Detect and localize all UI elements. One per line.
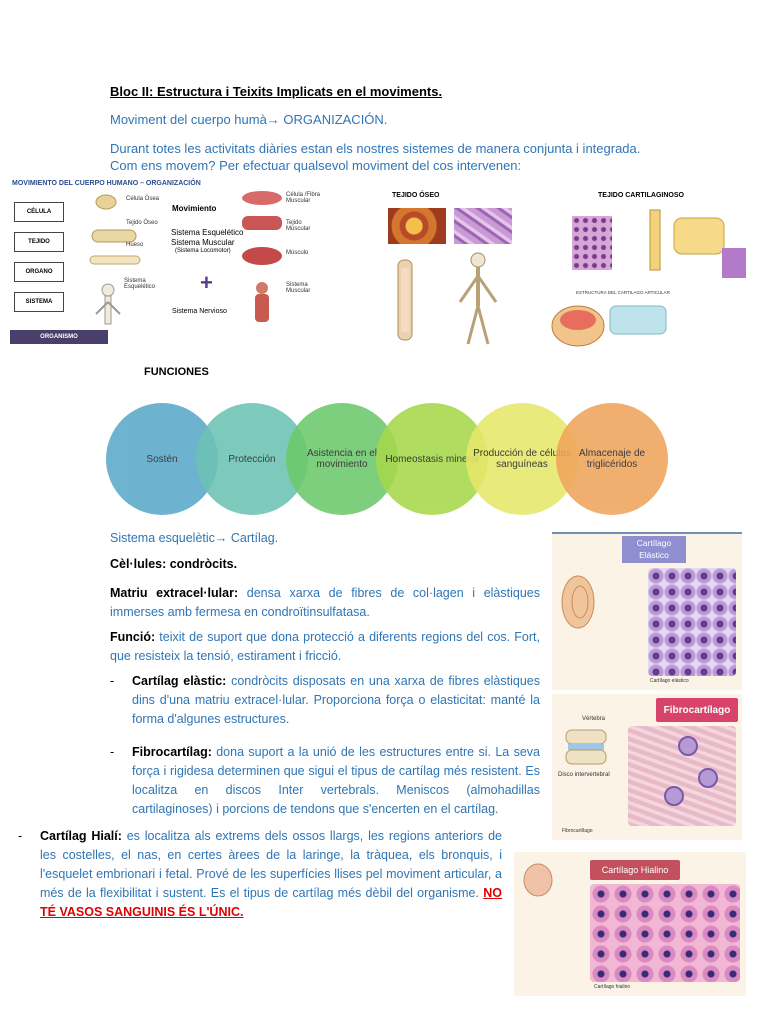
center-line-1: Sistema Esquelético	[171, 228, 244, 237]
center-nervous: Sistema Nervioso	[172, 308, 227, 315]
muscle-hierarchy-illustration: Célula /Fibra Muscular Tejido Muscular M…	[240, 186, 320, 336]
muscle-label-fiber: Célula /Fibra Muscular	[286, 192, 321, 204]
intro-line-1: Durant totes les activitats diàries esta…	[110, 141, 641, 156]
elastic-paragraph: Cartílag elàstic: condròcits disposats e…	[132, 672, 540, 729]
fibro-cell-1	[678, 736, 698, 756]
matrix-paragraph: Matriu extracel·lular: densa xarxa de fi…	[110, 584, 540, 622]
hyaline-warning: NO TÉ VASOS SANGUINIS ÉS L'ÚNIC.	[40, 886, 502, 919]
muscle-drawings	[242, 191, 282, 322]
hyaline-bullet: -	[18, 829, 23, 843]
functions-diagram: Sostén Protección Asistencia en el movim…	[106, 400, 678, 518]
bone-tissue-figure: TEJIDO ÓSEO	[382, 186, 532, 348]
bone-micrograph-1	[388, 208, 446, 244]
level-tissue: TEJIDO	[14, 232, 64, 252]
vertebra-illustration	[565, 729, 607, 765]
subtitle: Moviment del cuerpo humà→ ORGANIZACIÓN.	[110, 112, 388, 127]
fibro-title-badge: Fibrocartílago	[656, 698, 738, 722]
fibro-cell-3	[664, 786, 684, 806]
cartilage-tissue-figure: TEJIDO CARTILAGINOSO ESTRUCTURA DEL CART…	[546, 186, 746, 352]
bone-micrograph-2	[454, 208, 512, 244]
cartilage-micrograph	[572, 216, 612, 270]
bone-tissue-heading: TEJIDO ÓSEO	[392, 192, 440, 199]
elastic-label: Cartílag elàstic:	[132, 674, 227, 688]
bone-hierarchy-illustration	[89, 194, 141, 325]
ear-illustration	[561, 575, 595, 629]
center-movement: Movimiento	[172, 204, 217, 213]
elastic-text: condròcits disposats en una xarxa de fib…	[132, 674, 540, 726]
page-title: Bloc II: Estructura i Teixits Implicats …	[110, 84, 443, 99]
level-cell: CÉLULA	[14, 202, 64, 222]
hyaline-micrograph	[590, 884, 740, 982]
organization-figure: MOVIMIENTO DEL CUERPO HUMANO – ORGANIZAC…	[8, 178, 270, 350]
hyaline-text: es localitza als extrems dels ossos llar…	[40, 829, 502, 900]
elastic-cartilage-figure: Cartílago Elástico Cartílago elástico	[552, 532, 742, 690]
function-circle-storage: Almacenaje de triglicéridos	[556, 403, 668, 515]
elastic-title-badge: Cartílago Elástico	[622, 536, 686, 563]
fibro-label-disc: Disco intervertebral	[558, 772, 610, 778]
hyaline-cartilage-figure: Cartílago Hialino Cartílago hialino	[514, 852, 746, 996]
fibrocartilage-figure: Fibrocartílago Vértebra Disco interverte…	[552, 694, 742, 840]
skeleton-illustration	[397, 252, 498, 345]
level-system: SISTEMA	[14, 292, 64, 312]
center-line-2: Sistema Muscular	[171, 238, 235, 247]
intro-text: Durant totes les activitats diàries esta…	[110, 140, 660, 174]
center-line-3: (Sistema Locomotor)	[175, 248, 231, 254]
muscle-label-muscle: Músculo	[286, 250, 309, 256]
function-label: Funció:	[110, 630, 156, 644]
cartilage-caption: ESTRUCTURA DEL CARTILAGO ARTICULAR	[576, 290, 670, 295]
fibro-label-vertebra: Vértebra	[582, 716, 606, 722]
hyaline-paragraph: Cartílag Hialí: es localitza als extrems…	[40, 827, 502, 922]
level-organism: ORGANISMO	[10, 330, 108, 344]
fibro-text: dona suport a la unió de les estructures…	[132, 745, 540, 816]
matrix-label: Matriu extracel·lular:	[110, 586, 239, 600]
elastic-caption: Cartílago elástico	[650, 678, 689, 684]
bone-label-cell: Célula Ósea	[126, 196, 160, 202]
level-organ: ORGANO	[14, 262, 64, 282]
function-paragraph: Funció: teixit de suport que dona protec…	[110, 628, 540, 666]
elastic-top-border	[552, 532, 742, 534]
muscle-label-system: Sistema Muscular	[286, 282, 311, 294]
org-figure-heading: MOVIMIENTO DEL CUERPO HUMANO – ORGANIZAC…	[12, 180, 201, 187]
intro-line-2: Com ens movem? Per efectuar qualsevol mo…	[110, 158, 522, 173]
cells-line: Cèl·lules: condròcits.	[110, 557, 238, 571]
elastic-micrograph	[648, 568, 736, 676]
fibro-cell-2	[698, 768, 718, 788]
hyaline-label: Cartílag Hialí:	[40, 829, 122, 843]
hyaline-caption: Cartílago hialino	[594, 984, 631, 990]
skeletal-system-line: Sistema esquelètic→ Cartílag.	[110, 531, 279, 545]
fetus-illustration	[523, 863, 553, 897]
trachea-illustration	[649, 209, 746, 278]
elastic-bullet: -	[110, 674, 115, 688]
fibro-label: Fibrocartílag:	[132, 745, 212, 759]
cartilage-tissue-heading: TEJIDO CARTILAGINOSO	[598, 192, 684, 199]
fibro-bullet: -	[110, 745, 115, 759]
hyaline-title-badge: Cartílago Hialino	[590, 860, 680, 880]
plus-sign: +	[200, 270, 213, 295]
functions-heading: FUNCIONES	[144, 366, 209, 378]
bone-label-tissue: Tejido Óseo	[126, 220, 158, 226]
articular-cartilage-illustration	[551, 305, 667, 347]
fibro-paragraph: Fibrocartílag: dona suport a la unió de …	[132, 743, 540, 819]
bone-label-system: Sistema Esquelético	[124, 278, 156, 290]
bone-label-bone: Hueso	[126, 242, 144, 248]
matrix-text: densa xarxa de fibres de col·lagen i elà…	[110, 586, 540, 619]
fibro-caption: Fibrocartílago	[562, 828, 593, 834]
function-text: teixit de suport que dona protecció a di…	[110, 630, 540, 663]
fibro-micrograph	[628, 726, 736, 826]
muscle-label-tissue: Tejido Muscular	[286, 220, 311, 232]
